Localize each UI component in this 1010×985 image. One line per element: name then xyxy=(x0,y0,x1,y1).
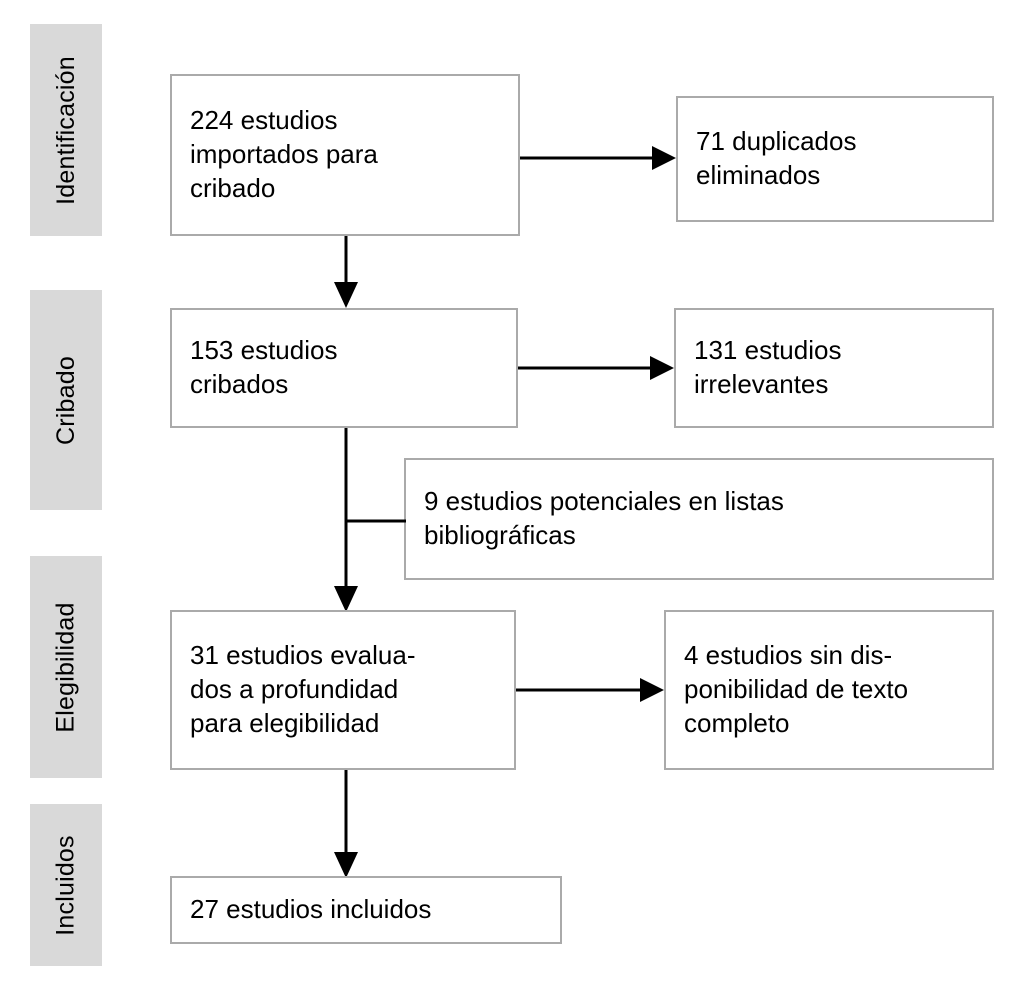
stage-tab-identificacion: Identificación xyxy=(30,24,102,236)
connector-assessed-to-included xyxy=(328,770,364,878)
connector-assessed-to-nofulltext xyxy=(516,672,666,708)
box-studies-imported-text: 224 estudios importados para cribado xyxy=(190,105,378,203)
connector-imported-to-duplicates xyxy=(520,140,678,176)
box-reference-lists: 9 estudios potenciales en listas bibliog… xyxy=(404,458,994,580)
box-studies-screened-text: 153 estudios cribados xyxy=(190,335,338,399)
stage-tab-cribado: Cribado xyxy=(30,290,102,510)
box-studies-assessed: 31 estudios evalua- dos a profundidad pa… xyxy=(170,610,516,770)
box-no-full-text: 4 estudios sin dis- ponibilidad de texto… xyxy=(664,610,994,770)
connector-screened-to-assessed xyxy=(328,428,364,612)
stage-tab-label: Elegibilidad xyxy=(51,601,80,733)
box-studies-imported: 224 estudios importados para cribado xyxy=(170,74,520,236)
box-studies-included: 27 estudios incluidos xyxy=(170,876,562,944)
box-studies-screened: 153 estudios cribados xyxy=(170,308,518,428)
connector-reference-lists-join xyxy=(346,504,406,538)
connector-screened-to-irrelevant xyxy=(518,350,676,386)
stage-tab-label: Identificación xyxy=(51,55,80,205)
box-studies-included-text: 27 estudios incluidos xyxy=(190,894,432,925)
box-no-full-text-text: 4 estudios sin dis- ponibilidad de texto… xyxy=(684,640,909,738)
box-studies-assessed-text: 31 estudios evalua- dos a profundidad pa… xyxy=(190,640,416,738)
box-duplicates-removed-text: 71 duplicados eliminados xyxy=(696,126,857,190)
stage-tab-elegibilidad: Elegibilidad xyxy=(30,556,102,778)
box-duplicates-removed: 71 duplicados eliminados xyxy=(676,96,994,222)
box-irrelevant-studies: 131 estudios irrelevantes xyxy=(674,308,994,428)
stage-tab-label: Incluidos xyxy=(51,834,80,936)
stage-tab-label: Cribado xyxy=(51,355,80,445)
connector-imported-to-screened xyxy=(328,236,364,308)
box-irrelevant-studies-text: 131 estudios irrelevantes xyxy=(694,335,842,399)
stage-tab-incluidos: Incluidos xyxy=(30,804,102,966)
box-reference-lists-text: 9 estudios potenciales en listas bibliog… xyxy=(424,486,784,550)
